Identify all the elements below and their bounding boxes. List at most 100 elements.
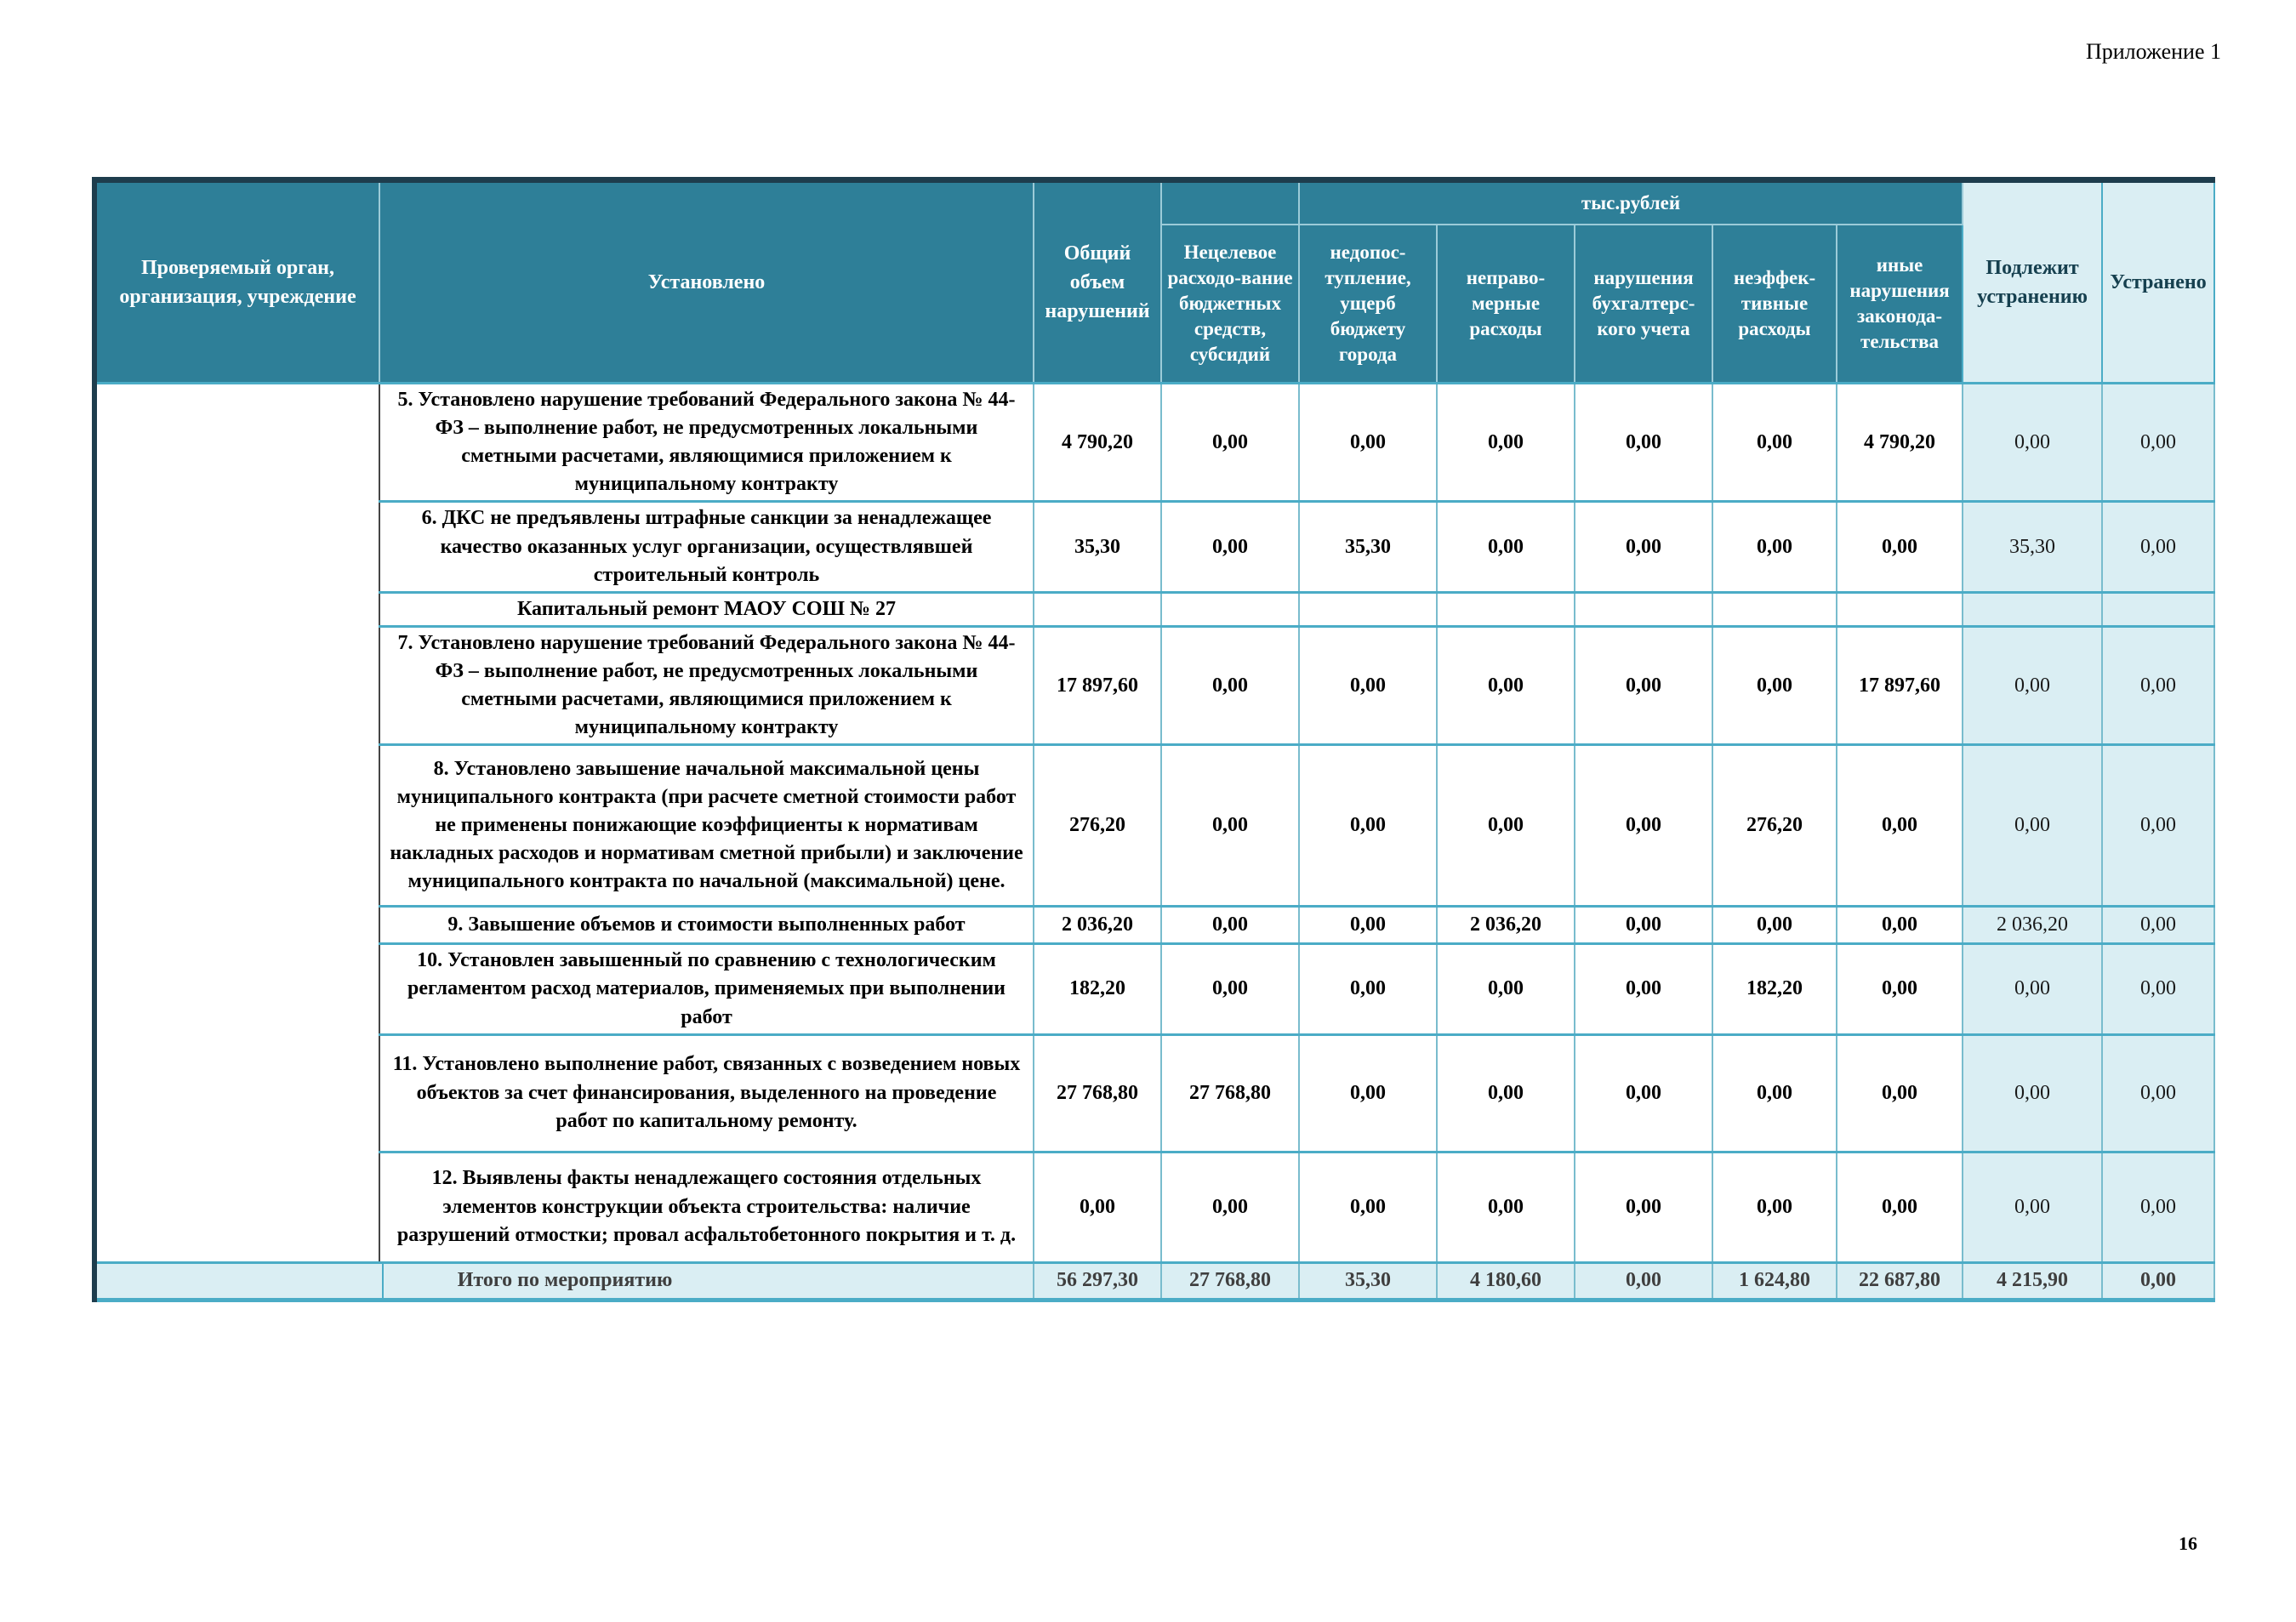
- value-cell: 0,00: [1575, 944, 1712, 1034]
- value-cell: 17 897,60: [1837, 626, 1963, 744]
- value-cell: 182,20: [1034, 944, 1161, 1034]
- table-header: Проверяемый орган, организация, учрежден…: [94, 180, 2214, 384]
- value-cell: 0,00: [1161, 384, 1299, 502]
- value-cell: 0,00: [2102, 502, 2214, 592]
- value-cell: 17 897,60: [1034, 626, 1161, 744]
- table-row: 8. Установлено завышение начальной макси…: [94, 745, 2214, 907]
- value-cell: 0,00: [1837, 907, 1963, 944]
- empty-cell: [1161, 592, 1299, 626]
- header-accounting: нарушения бухгалтерс-кого учета: [1575, 225, 1712, 384]
- empty-cell: [1712, 592, 1837, 626]
- value-cell: 0,00: [1963, 1152, 2102, 1262]
- value-cell: 35,30: [1299, 502, 1437, 592]
- value-cell: 4 790,20: [1837, 384, 1963, 502]
- value-cell: 0,00: [1437, 745, 1575, 907]
- total-value-cell: 4 215,90: [1963, 1262, 2102, 1300]
- value-cell: 0,00: [1437, 384, 1575, 502]
- page-number: 16: [2179, 1533, 2197, 1555]
- value-cell: 0,00: [1299, 944, 1437, 1034]
- value-cell: 182,20: [1712, 944, 1837, 1034]
- org-merged-cell: [94, 384, 379, 1263]
- value-cell: 4 790,20: [1034, 384, 1161, 502]
- value-cell: 0,00: [1712, 1034, 1837, 1152]
- value-cell: 0,00: [1963, 626, 2102, 744]
- value-cell: 0,00: [1299, 384, 1437, 502]
- header-org: Проверяемый орган, организация, учрежден…: [94, 180, 379, 384]
- total-value-cell: 4 180,60: [1437, 1262, 1575, 1300]
- header-fixed: Устранено: [2102, 180, 2214, 384]
- value-cell: 2 036,20: [1034, 907, 1161, 944]
- value-cell: 0,00: [1299, 626, 1437, 744]
- total-value-cell: 35,30: [1299, 1262, 1437, 1300]
- value-cell: 0,00: [1161, 626, 1299, 744]
- value-cell: 0,00: [1161, 502, 1299, 592]
- total-value-cell: 56 297,30: [1034, 1262, 1161, 1300]
- value-cell: 0,00: [1299, 1152, 1437, 1262]
- value-cell: 0,00: [1963, 384, 2102, 502]
- value-cell: 0,00: [2102, 944, 2214, 1034]
- table-body: 5. Установлено нарушение требований Феде…: [94, 384, 2214, 1300]
- value-cell: 0,00: [2102, 745, 2214, 907]
- header-misuse: Нецелевое расходо-вание бюджетных средст…: [1161, 225, 1299, 384]
- header-improper: неправо-мерные расходы: [1437, 225, 1575, 384]
- header-shortfall: недопос-тупление, ущерб бюджету города: [1299, 225, 1437, 384]
- header-found: Установлено: [379, 180, 1034, 384]
- value-cell: 0,00: [1575, 1034, 1712, 1152]
- empty-cell: [2102, 592, 2214, 626]
- empty-cell: [1299, 592, 1437, 626]
- violation-label: 7. Установлено нарушение требований Феде…: [379, 626, 1034, 744]
- section-row: Капитальный ремонт МАОУ СОШ № 27: [94, 592, 2214, 626]
- value-cell: 27 768,80: [1161, 1034, 1299, 1152]
- value-cell: 0,00: [1712, 626, 1837, 744]
- value-cell: 2 036,20: [1963, 907, 2102, 944]
- value-cell: 2 036,20: [1437, 907, 1575, 944]
- total-value-cell: 22 687,80: [1837, 1262, 1963, 1300]
- value-cell: 0,00: [1963, 1034, 2102, 1152]
- header-ineffective: неэффек-тивные расходы: [1712, 225, 1837, 384]
- annex-label: Приложение 1: [2086, 39, 2221, 65]
- value-cell: 0,00: [2102, 907, 2214, 944]
- table-row: 10. Установлен завышенный по сравнению с…: [94, 944, 2214, 1034]
- value-cell: 276,20: [1034, 745, 1161, 907]
- value-cell: 0,00: [1837, 502, 1963, 592]
- value-cell: 276,20: [1712, 745, 1837, 907]
- value-cell: 0,00: [1575, 384, 1712, 502]
- value-cell: 0,00: [1575, 1152, 1712, 1262]
- total-row: Итого по мероприятию 56 297,30 27 768,80…: [94, 1262, 2214, 1300]
- total-value-cell: 0,00: [1575, 1262, 1712, 1300]
- header-empty-cell: [1161, 180, 1299, 225]
- total-label: Итого по мероприятию: [94, 1262, 1034, 1300]
- table-row: 9. Завышение объемов и стоимости выполне…: [94, 907, 2214, 944]
- violation-label: 10. Установлен завышенный по сравнению с…: [379, 944, 1034, 1034]
- empty-cell: [1034, 592, 1161, 626]
- value-cell: 0,00: [1299, 907, 1437, 944]
- value-cell: 0,00: [1837, 944, 1963, 1034]
- value-cell: 35,30: [1963, 502, 2102, 592]
- value-cell: 0,00: [1034, 1152, 1161, 1262]
- header-other: иные нарушения законода-тельства: [1837, 225, 1963, 384]
- value-cell: 0,00: [2102, 384, 2214, 502]
- value-cell: 0,00: [1575, 745, 1712, 907]
- violations-table: Проверяемый орган, организация, учрежден…: [92, 177, 2215, 1302]
- value-cell: 0,00: [1299, 745, 1437, 907]
- value-cell: 27 768,80: [1034, 1034, 1161, 1152]
- value-cell: 0,00: [2102, 1034, 2214, 1152]
- value-cell: 0,00: [1575, 907, 1712, 944]
- value-cell: 0,00: [1837, 745, 1963, 907]
- value-cell: 0,00: [1963, 944, 2102, 1034]
- value-cell: 0,00: [1837, 1034, 1963, 1152]
- value-cell: 0,00: [1712, 502, 1837, 592]
- value-cell: 0,00: [1437, 502, 1575, 592]
- value-cell: 0,00: [2102, 1152, 2214, 1262]
- violation-label: 6. ДКС не предъявлены штрафные санкции з…: [379, 502, 1034, 592]
- header-total-volume: Общий объем нарушений: [1034, 180, 1161, 384]
- empty-cell: [1963, 592, 2102, 626]
- empty-cell: [1837, 592, 1963, 626]
- empty-cell: [1575, 592, 1712, 626]
- value-cell: 0,00: [1712, 1152, 1837, 1262]
- violation-label: 8. Установлено завышение начальной макси…: [379, 745, 1034, 907]
- value-cell: 0,00: [1963, 745, 2102, 907]
- value-cell: 0,00: [1437, 944, 1575, 1034]
- violation-label: 9. Завышение объемов и стоимости выполне…: [379, 907, 1034, 944]
